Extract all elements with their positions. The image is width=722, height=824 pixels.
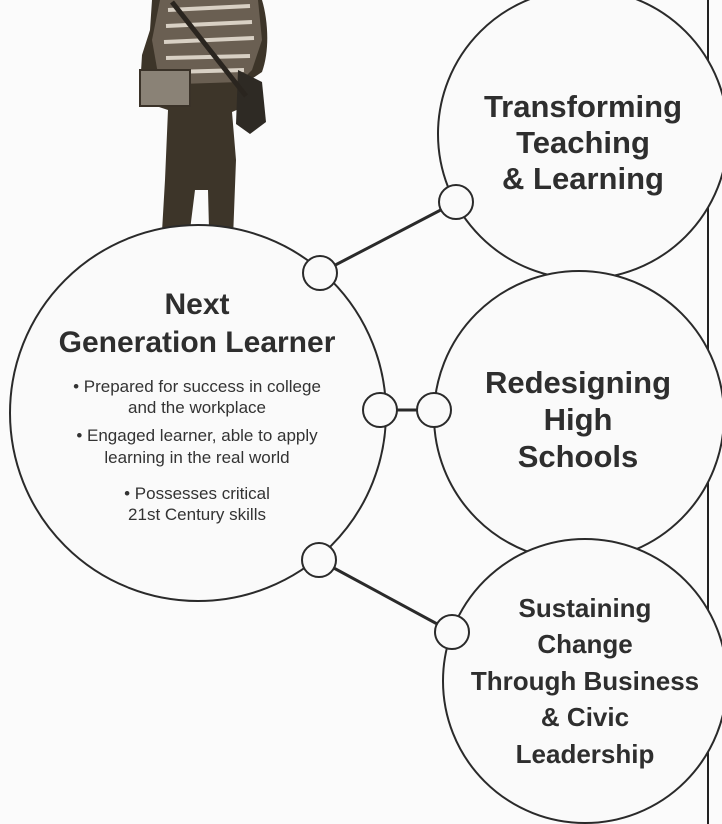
center-bullet-1-line1: • Prepared for success in college xyxy=(73,377,321,396)
node-center-teaching xyxy=(302,255,338,291)
node-leadership xyxy=(434,614,470,650)
pillar-schools-line2: High xyxy=(544,402,613,437)
center-bullet-3-line2: 21st Century skills xyxy=(128,505,266,524)
center-title-line2: Generation Learner xyxy=(59,326,336,359)
connector-nodes xyxy=(301,184,474,650)
connector-line-leadership xyxy=(318,558,453,634)
pillar-leadership-line3: Through Business xyxy=(471,666,699,696)
pillar-schools-line3: Schools xyxy=(518,439,639,474)
pillar-leadership-line1: Sustaining xyxy=(519,593,652,623)
pillar-leadership-line5: Leadership xyxy=(516,739,655,769)
center-title-line1: Next xyxy=(164,288,229,321)
pillar-teaching-line3: & Learning xyxy=(502,161,664,196)
pillar-teaching-line1: Transforming xyxy=(484,89,682,124)
pillar-high-schools: Redesigning High Schools xyxy=(433,270,722,562)
center-bullet-3-line1: • Possesses critical xyxy=(124,484,270,503)
pillar-schools-line1: Redesigning xyxy=(485,365,671,400)
node-high-schools xyxy=(416,392,452,428)
center-bullet-2-line2: learning in the real world xyxy=(104,448,289,467)
connector-line-teaching xyxy=(319,200,457,275)
center-bullet-1-line2: and the workplace xyxy=(128,398,266,417)
center-circle-group: Next Generation Learner • Prepared for s… xyxy=(9,224,387,602)
node-center-leadership xyxy=(301,542,337,578)
center-bullet-2-line1: • Engaged learner, able to apply xyxy=(76,426,318,445)
node-teaching xyxy=(438,184,474,220)
pillar-business-civic: Sustaining Change Through Business & Civ… xyxy=(442,538,722,824)
pillar-circle-leadership xyxy=(442,538,722,824)
pillar-leadership-line2: Change xyxy=(537,629,632,659)
pillar-leadership-line4: & Civic xyxy=(541,702,629,732)
node-center-high-schools xyxy=(362,392,398,428)
pillar-teaching-line2: Teaching xyxy=(516,125,650,160)
pillar-teaching-learning: Transforming Teaching & Learning xyxy=(437,0,722,280)
